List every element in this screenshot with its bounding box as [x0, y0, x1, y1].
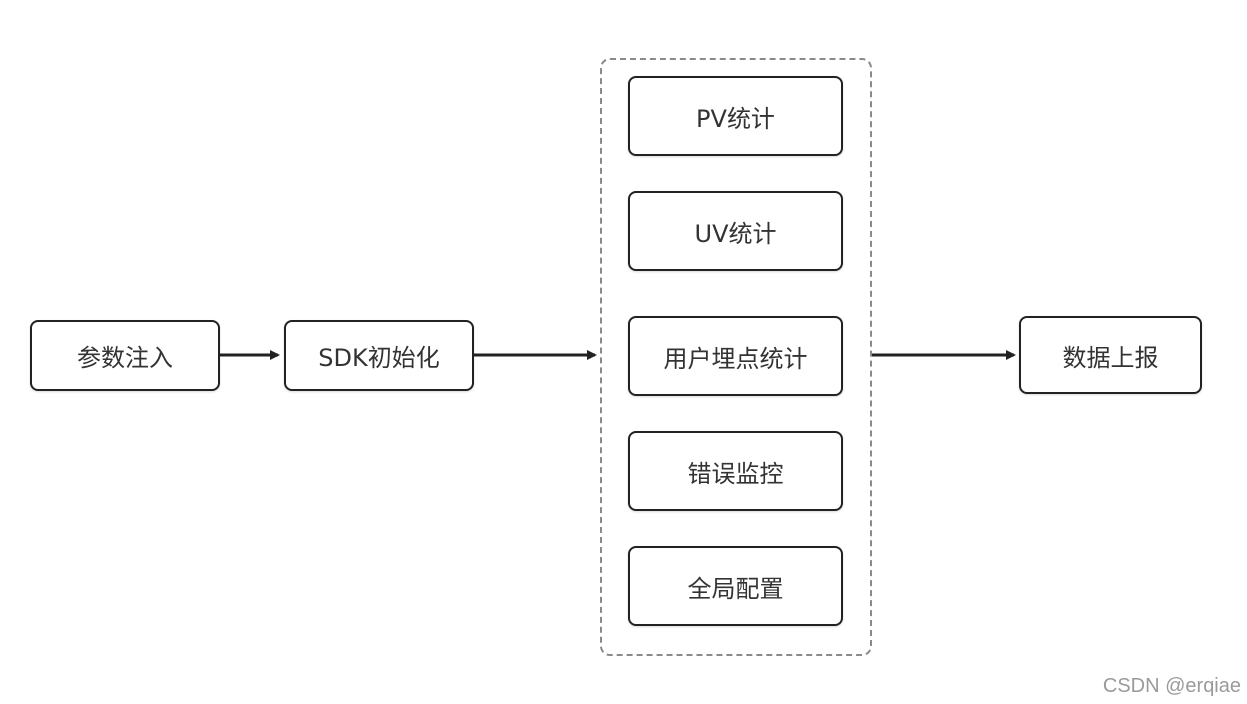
- module-pv: PV统计: [628, 76, 843, 156]
- module-user-tracking: 用户埋点统计: [628, 316, 843, 396]
- node-sdk-init-label: SDK初始化: [318, 344, 440, 372]
- module-error-monitor: 错误监控: [628, 431, 843, 511]
- module-uv-label: UV统计: [694, 219, 777, 248]
- module-user-tracking-label: 用户埋点统计: [663, 344, 808, 373]
- modules-group: [600, 58, 872, 656]
- module-error-monitor-label: 错误监控: [687, 459, 784, 488]
- node-param-inject-label: 参数注入: [77, 344, 173, 372]
- module-uv: UV统计: [628, 191, 843, 271]
- node-data-report: 数据上报: [1019, 316, 1202, 394]
- module-global-config: 全局配置: [628, 546, 843, 626]
- module-global-config-label: 全局配置: [687, 574, 784, 603]
- watermark: CSDN @erqiae: [1102, 675, 1241, 697]
- node-data-report-label: 数据上报: [1062, 343, 1159, 372]
- module-pv-label: PV统计: [696, 104, 775, 133]
- node-param-inject: 参数注入: [30, 320, 220, 391]
- node-sdk-init: SDK初始化: [284, 320, 474, 391]
